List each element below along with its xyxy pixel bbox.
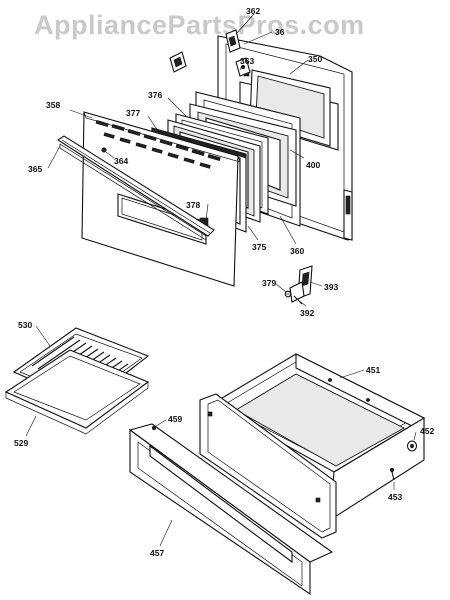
label-375: 375 bbox=[252, 242, 266, 252]
label-400: 400 bbox=[306, 160, 320, 170]
part-459-clip bbox=[151, 425, 157, 431]
label-364: 364 bbox=[114, 156, 128, 166]
screw-icon bbox=[207, 411, 213, 417]
label-376: 376 bbox=[148, 90, 162, 100]
screw-icon bbox=[328, 378, 332, 382]
latch-icon bbox=[345, 195, 351, 215]
watermark-text: AppliancePartsPros.com bbox=[34, 10, 365, 40]
label-530: 530 bbox=[18, 320, 32, 330]
screw-icon bbox=[366, 398, 370, 402]
part-451-drawer-box bbox=[210, 353, 426, 522]
label-392: 392 bbox=[300, 308, 314, 318]
leader-lines bbox=[25, 13, 417, 547]
screw-icon bbox=[315, 497, 321, 503]
label-363: 363 bbox=[240, 56, 254, 66]
label-452: 452 bbox=[420, 426, 434, 436]
label-36: 36 bbox=[275, 27, 285, 37]
part-top-clip bbox=[169, 51, 187, 73]
label-459: 459 bbox=[168, 414, 182, 424]
label-377: 377 bbox=[126, 108, 140, 118]
label-378: 378 bbox=[186, 200, 200, 210]
label-529: 529 bbox=[14, 438, 28, 448]
label-365: 365 bbox=[28, 164, 42, 174]
label-350: 350 bbox=[308, 54, 322, 64]
vent-slots bbox=[95, 120, 221, 169]
part-457-drawer-front bbox=[128, 423, 334, 596]
label-453: 453 bbox=[388, 492, 402, 502]
part-379-screw bbox=[284, 290, 292, 298]
part-529-broiler-pan bbox=[4, 349, 150, 435]
label-457: 457 bbox=[150, 548, 164, 558]
label-360: 360 bbox=[290, 246, 304, 256]
label-451: 451 bbox=[366, 365, 380, 375]
part-362-hinge-bracket bbox=[225, 29, 241, 53]
part-452-drawer-roller bbox=[406, 440, 418, 452]
label-362: 362 bbox=[246, 6, 260, 16]
part-labels: 362 36 350 363 376 358 377 364 365 400 3… bbox=[14, 6, 434, 558]
part-453-screw bbox=[389, 467, 395, 481]
label-379: 379 bbox=[262, 278, 276, 288]
label-393: 393 bbox=[324, 282, 338, 292]
part-drawer-inner-panel bbox=[199, 393, 337, 539]
part-365-door-handle bbox=[56, 135, 215, 241]
screw-icon bbox=[101, 147, 107, 153]
label-358: 358 bbox=[46, 100, 60, 110]
part-392-latch-lever bbox=[289, 281, 305, 305]
